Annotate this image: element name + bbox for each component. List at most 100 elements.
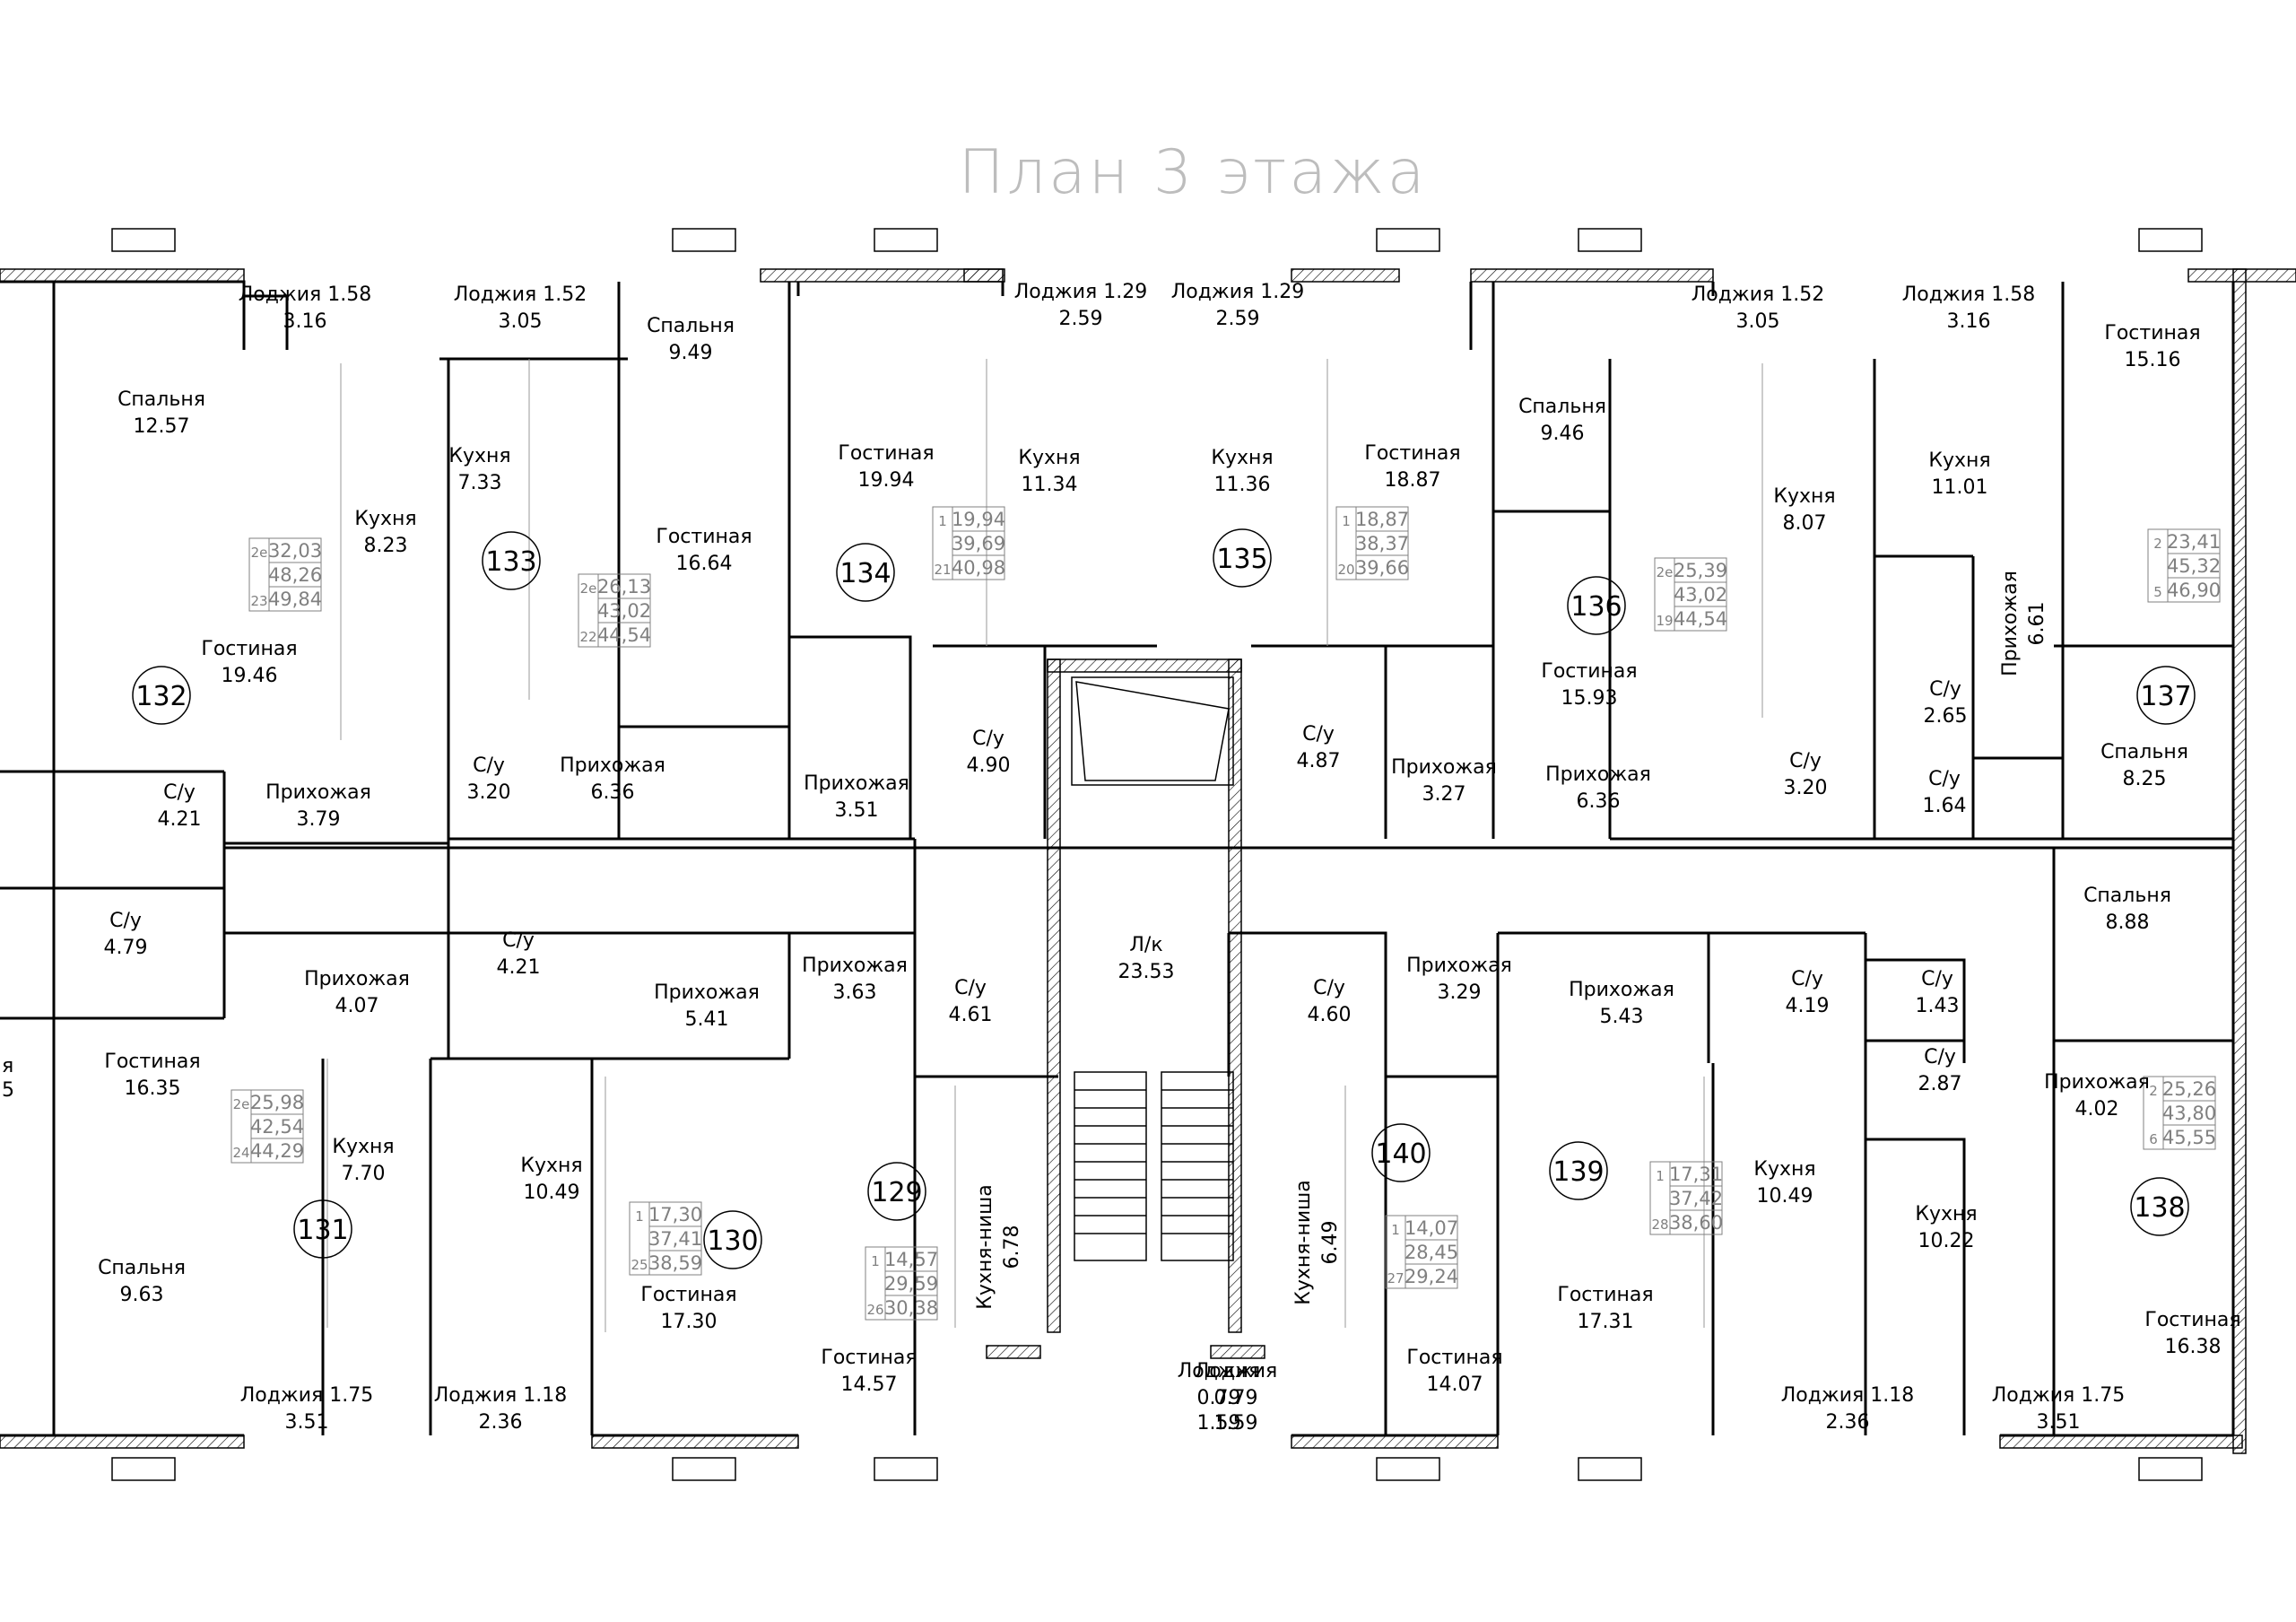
room-label: Лоджия 1.18 2.36 <box>1781 1384 1915 1434</box>
apt-table-code: 5 <box>2153 584 2162 600</box>
room-name: Гостиная <box>201 638 297 660</box>
room-label: Лоджия 1.182.36 <box>434 1384 568 1434</box>
room-name: Спальня <box>117 388 205 411</box>
room-area: 4.90 <box>967 754 1011 777</box>
apartment-133: 133 <box>482 531 541 590</box>
apt-table-area: 37,41 <box>648 1228 702 1250</box>
svg-text:138: 138 <box>2134 1192 2185 1224</box>
apt-table-code: 22 <box>579 629 596 645</box>
room-area: 0.79 <box>1214 1387 1258 1409</box>
apt-table-area: 49,84 <box>268 589 322 610</box>
room-name: Гостиная <box>821 1347 917 1369</box>
apt-table-area: 39,69 <box>952 533 1005 554</box>
apartment-135: 135 <box>1213 528 1272 588</box>
room-name: С/у <box>972 728 1004 750</box>
interior-walls <box>0 282 2233 1435</box>
room-area: 2.36 <box>1826 1411 1870 1434</box>
room-name: Прихожая <box>304 968 410 990</box>
svg-text:131: 131 <box>297 1215 348 1246</box>
room-name: Лоджия <box>1178 1360 1261 1382</box>
room-label: Лоджия 1.583.16 <box>1902 283 2036 333</box>
room-name: Лоджия <box>1195 1360 1278 1382</box>
room-area: 9.49 <box>669 342 713 364</box>
apt-table-code: 27 <box>1387 1270 1404 1286</box>
apartment-132: 132 <box>132 666 191 725</box>
room-label: С/у4.61 <box>949 977 993 1026</box>
apt-table-code: 2e <box>251 545 268 561</box>
apt-table-code: 1 <box>871 1253 880 1269</box>
apt-table-area: 25,39 <box>1674 560 1727 581</box>
apt-table-area: 28,45 <box>1405 1242 1458 1263</box>
room-area: 4.21 <box>158 808 202 831</box>
apt-table-code: 6 <box>2149 1131 2158 1147</box>
room-name: Прихожая <box>265 781 371 804</box>
room-area: 4.79 <box>104 937 148 959</box>
edge-fragment: 5 <box>2 1079 14 1102</box>
svg-text:133: 133 <box>485 546 536 578</box>
apt-table-area: 40,98 <box>952 557 1005 579</box>
apt-table-area: 43,02 <box>1674 584 1727 606</box>
apt-table-code: 1 <box>1342 513 1351 529</box>
room-area: 4.07 <box>335 995 379 1017</box>
room-area: 10.22 <box>1918 1230 1975 1252</box>
room-label: Лоджия 1.523.05 <box>1692 283 1825 333</box>
room-name: Гостиная <box>1557 1284 1653 1306</box>
apt-table-code: 26 <box>866 1302 883 1318</box>
room-name: Кухня <box>1211 447 1273 469</box>
svg-text:137: 137 <box>2140 681 2191 712</box>
apt-table-code: 19 <box>1656 613 1673 629</box>
room-label: Лоджия 1.29 2.59 <box>1171 281 1305 330</box>
room-area: 6.49 <box>1319 1221 1342 1265</box>
apt-table-area: 48,26 <box>268 564 322 586</box>
svg-text:132: 132 <box>135 681 187 712</box>
apt-table-code: 21 <box>934 562 951 578</box>
svg-text:134: 134 <box>839 558 891 589</box>
room-name: Прихожая <box>1545 763 1651 786</box>
room-area: 14.07 <box>1427 1373 1483 1396</box>
room-name: С/у <box>1921 968 1953 990</box>
room-area: 3.20 <box>467 781 511 804</box>
room-label: С/у4.19 <box>1786 968 1830 1017</box>
plan-title: План 3 этажа <box>959 137 1428 208</box>
apt-table-area: 14,57 <box>884 1249 938 1270</box>
room-name: Кухня <box>1915 1203 1977 1225</box>
room-name: Лоджия 1.29 <box>1171 281 1305 303</box>
room-area: 3.79 <box>297 808 341 831</box>
room-area: 4.02 <box>2075 1098 2119 1121</box>
room-name: Кухня <box>1773 485 1835 508</box>
room-name: Прихожая <box>560 754 665 777</box>
room-name: С/у <box>1789 750 1822 772</box>
room-name: Кухня <box>520 1155 582 1177</box>
apt-table-area: 19,94 <box>952 509 1005 530</box>
svg-text:139: 139 <box>1552 1156 1604 1188</box>
apartment-136: 136 <box>1567 576 1626 635</box>
room-name: Гостиная <box>1364 442 1460 465</box>
room-name: Лоджия 1.52 <box>1692 283 1825 306</box>
room-name: Кухня-ниша <box>1292 1180 1315 1305</box>
room-area: 2.59 <box>1216 308 1260 330</box>
room-name: С/у <box>473 754 505 777</box>
room-area: 5.41 <box>685 1008 729 1031</box>
room-area: 11.01 <box>1932 476 1988 499</box>
apt-table-area: 32,03 <box>268 540 322 562</box>
room-area: 3.20 <box>1784 777 1828 799</box>
room-name: Лоджия 1.18 <box>1781 1384 1915 1407</box>
